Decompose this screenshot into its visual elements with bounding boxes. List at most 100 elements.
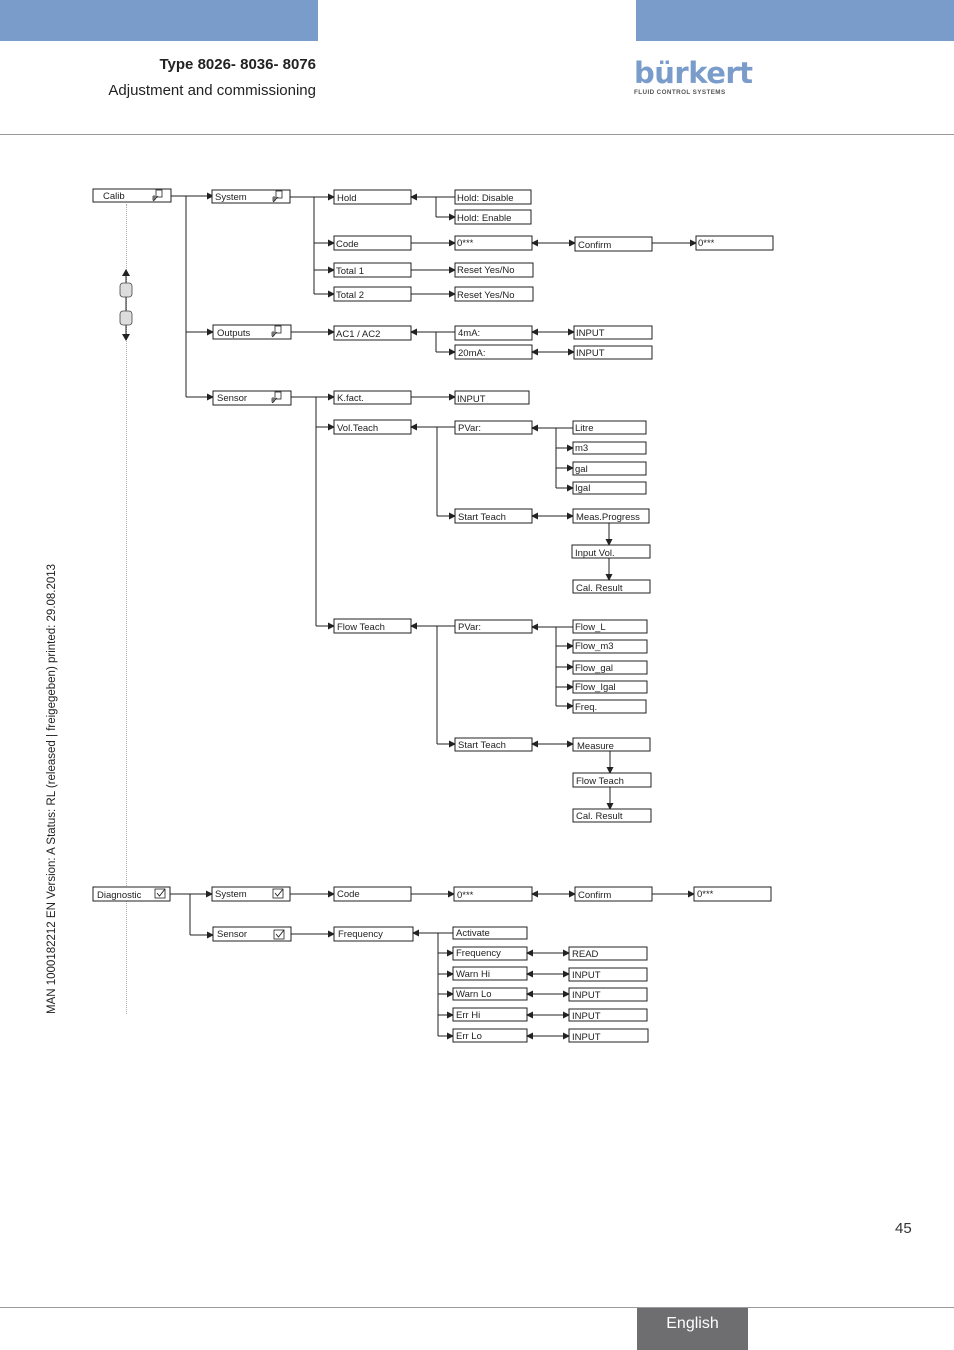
menu-box-warn-hi-input: INPUT [568,967,648,982]
svg-text:Confirm: Confirm [578,890,611,901]
svg-text:Start Teach: Start Teach [458,512,506,523]
svg-text:Flow_Igal: Flow_Igal [575,682,616,693]
svg-text:0***: 0*** [457,890,474,901]
calib-icon [152,189,163,202]
svg-text:Flow_L: Flow_L [575,622,606,633]
svg-text:PVar:: PVar: [458,622,481,633]
logo-wordmark: bürkert [634,56,753,90]
menu-box-total2-reset: Reset Yes/No [454,286,534,302]
svg-text:Freq.: Freq. [575,702,597,713]
svg-text:Vol.Teach: Vol.Teach [337,423,378,434]
svg-text:Sensor: Sensor [217,929,247,940]
logo-tagline: FLUID CONTROL SYSTEMS [634,89,726,96]
burkert-logo: bürkert FLUID CONTROL SYSTEMS [634,58,753,96]
sensor-icon [271,391,282,404]
svg-text:PVar:: PVar: [458,423,481,434]
svg-text:Frequency: Frequency [456,948,501,959]
svg-text:Diagnostic: Diagnostic [97,890,142,901]
diag-system-icon [272,888,284,899]
svg-text:Flow_gal: Flow_gal [575,663,613,674]
menu-box-hold: Hold [333,189,412,205]
page-number: 45 [895,1220,912,1237]
menu-box-flow-gal: Flow_gal [572,660,648,675]
svg-text:INPUT: INPUT [572,1032,601,1043]
svg-text:Cal. Result: Cal. Result [576,583,623,594]
svg-text:Total 2: Total 2 [336,290,364,301]
svg-text:Igal: Igal [575,483,590,494]
menu-box-litre: Litre [572,420,647,435]
svg-text:Outputs: Outputs [217,328,251,339]
menu-box-diag-sensor: Sensor [212,926,292,942]
diag-sensor-icon [273,929,285,940]
svg-text:Flow Teach: Flow Teach [576,776,624,787]
menu-box-total2: Total 2 [333,286,412,302]
header-bar-left [0,0,318,41]
menu-box-warn-lo-input: INPUT [568,987,648,1002]
svg-text:Cal. Result: Cal. Result [576,811,623,822]
svg-text:INPUT: INPUT [572,970,601,981]
svg-text:Err Hi: Err Hi [456,1010,480,1021]
svg-text:Flow Teach: Flow Teach [337,622,385,633]
svg-text:Sensor: Sensor [217,393,247,404]
diagnostic-icon [154,888,166,899]
svg-text:System: System [215,889,247,900]
svg-text:K.fact.: K.fact. [337,393,364,404]
svg-text:Input Vol.: Input Vol. [575,548,615,559]
menu-box-err-hi-input: INPUT [568,1008,648,1022]
menu-box-m3: m3 [572,441,647,455]
svg-text:Code: Code [337,889,360,900]
menu-box-confirm: Confirm [574,236,653,252]
svg-text:Warn Hi: Warn Hi [456,969,490,980]
svg-text:Flow_m3: Flow_m3 [575,641,614,652]
menu-box-diag-freq-value: Frequency [452,946,528,961]
svg-text:Hold: Disable: Hold: Disable [457,193,514,204]
svg-text:Hold: Enable: Hold: Enable [457,213,511,224]
menu-box-20ma: 20mA: [454,344,533,360]
svg-text:0***: 0*** [698,238,715,249]
svg-text:Meas.Progress: Meas.Progress [576,512,640,523]
menu-box-diag-confirm: Confirm [574,886,653,902]
svg-text:INPUT: INPUT [457,394,486,405]
svg-text:Start Teach: Start Teach [458,740,506,751]
menu-box-kfact: K.fact. [333,390,412,405]
chapter-title: Adjustment and commissioning [108,82,316,99]
menu-box-flow-l: Flow_L [572,619,648,634]
menu-box-code-value: 0*** [454,235,533,251]
outputs-icon [271,325,282,338]
menu-box-diagnostic: Diagnostic [92,886,171,902]
menu-box-20ma-input: INPUT [573,345,653,360]
svg-text:m3: m3 [575,443,588,454]
menu-box-4ma-input: INPUT [573,325,653,340]
menu-box-flow-teach: Flow Teach [333,618,412,634]
menu-box-code: Code [333,235,412,251]
document-type-title: Type 8026- 8036- 8076 [159,56,317,73]
svg-text:gal: gal [575,464,588,475]
menu-box-flow-igal: Flow_Igal [572,680,648,694]
menu-box-err-lo-input: INPUT [568,1028,649,1043]
menu-box-err-hi: Err Hi [452,1007,528,1022]
svg-text:Confirm: Confirm [578,240,611,251]
menu-box-activate: Activate [452,926,528,940]
svg-text:Err Lo: Err Lo [456,1031,482,1042]
svg-text:Total 1: Total 1 [336,266,364,277]
menu-box-flow-m3: Flow_m3 [572,639,648,654]
menu-box-4ma: 4mA: [454,325,533,341]
menu-box-sensor: Sensor [212,390,292,406]
menu-box-warn-lo: Warn Lo [452,987,528,1001]
menu-box-diag-code-value: 0*** [453,886,533,902]
menu-box-measure: Measure [572,737,651,752]
footer-divider [0,1307,954,1308]
menu-box-diag-confirm-code: 0*** [693,886,772,902]
menu-box-calib: Calib [92,188,172,203]
svg-text:0***: 0*** [457,238,474,249]
svg-text:READ: READ [572,949,599,960]
menu-box-flow-cal-result: Cal. Result [572,808,652,823]
menu-box-flow-teach-step: Flow Teach [572,772,652,788]
svg-text:Measure: Measure [577,741,614,752]
calib-dotted-guide [126,204,127,1014]
svg-text:Reset Yes/No: Reset Yes/No [457,290,515,301]
menu-box-flow-pvar: PVar: [454,619,533,634]
menu-box-total1: Total 1 [333,262,412,278]
menu-box-diag-system: System [211,886,291,902]
menu-box-vol-start-teach: Start Teach [454,508,533,524]
